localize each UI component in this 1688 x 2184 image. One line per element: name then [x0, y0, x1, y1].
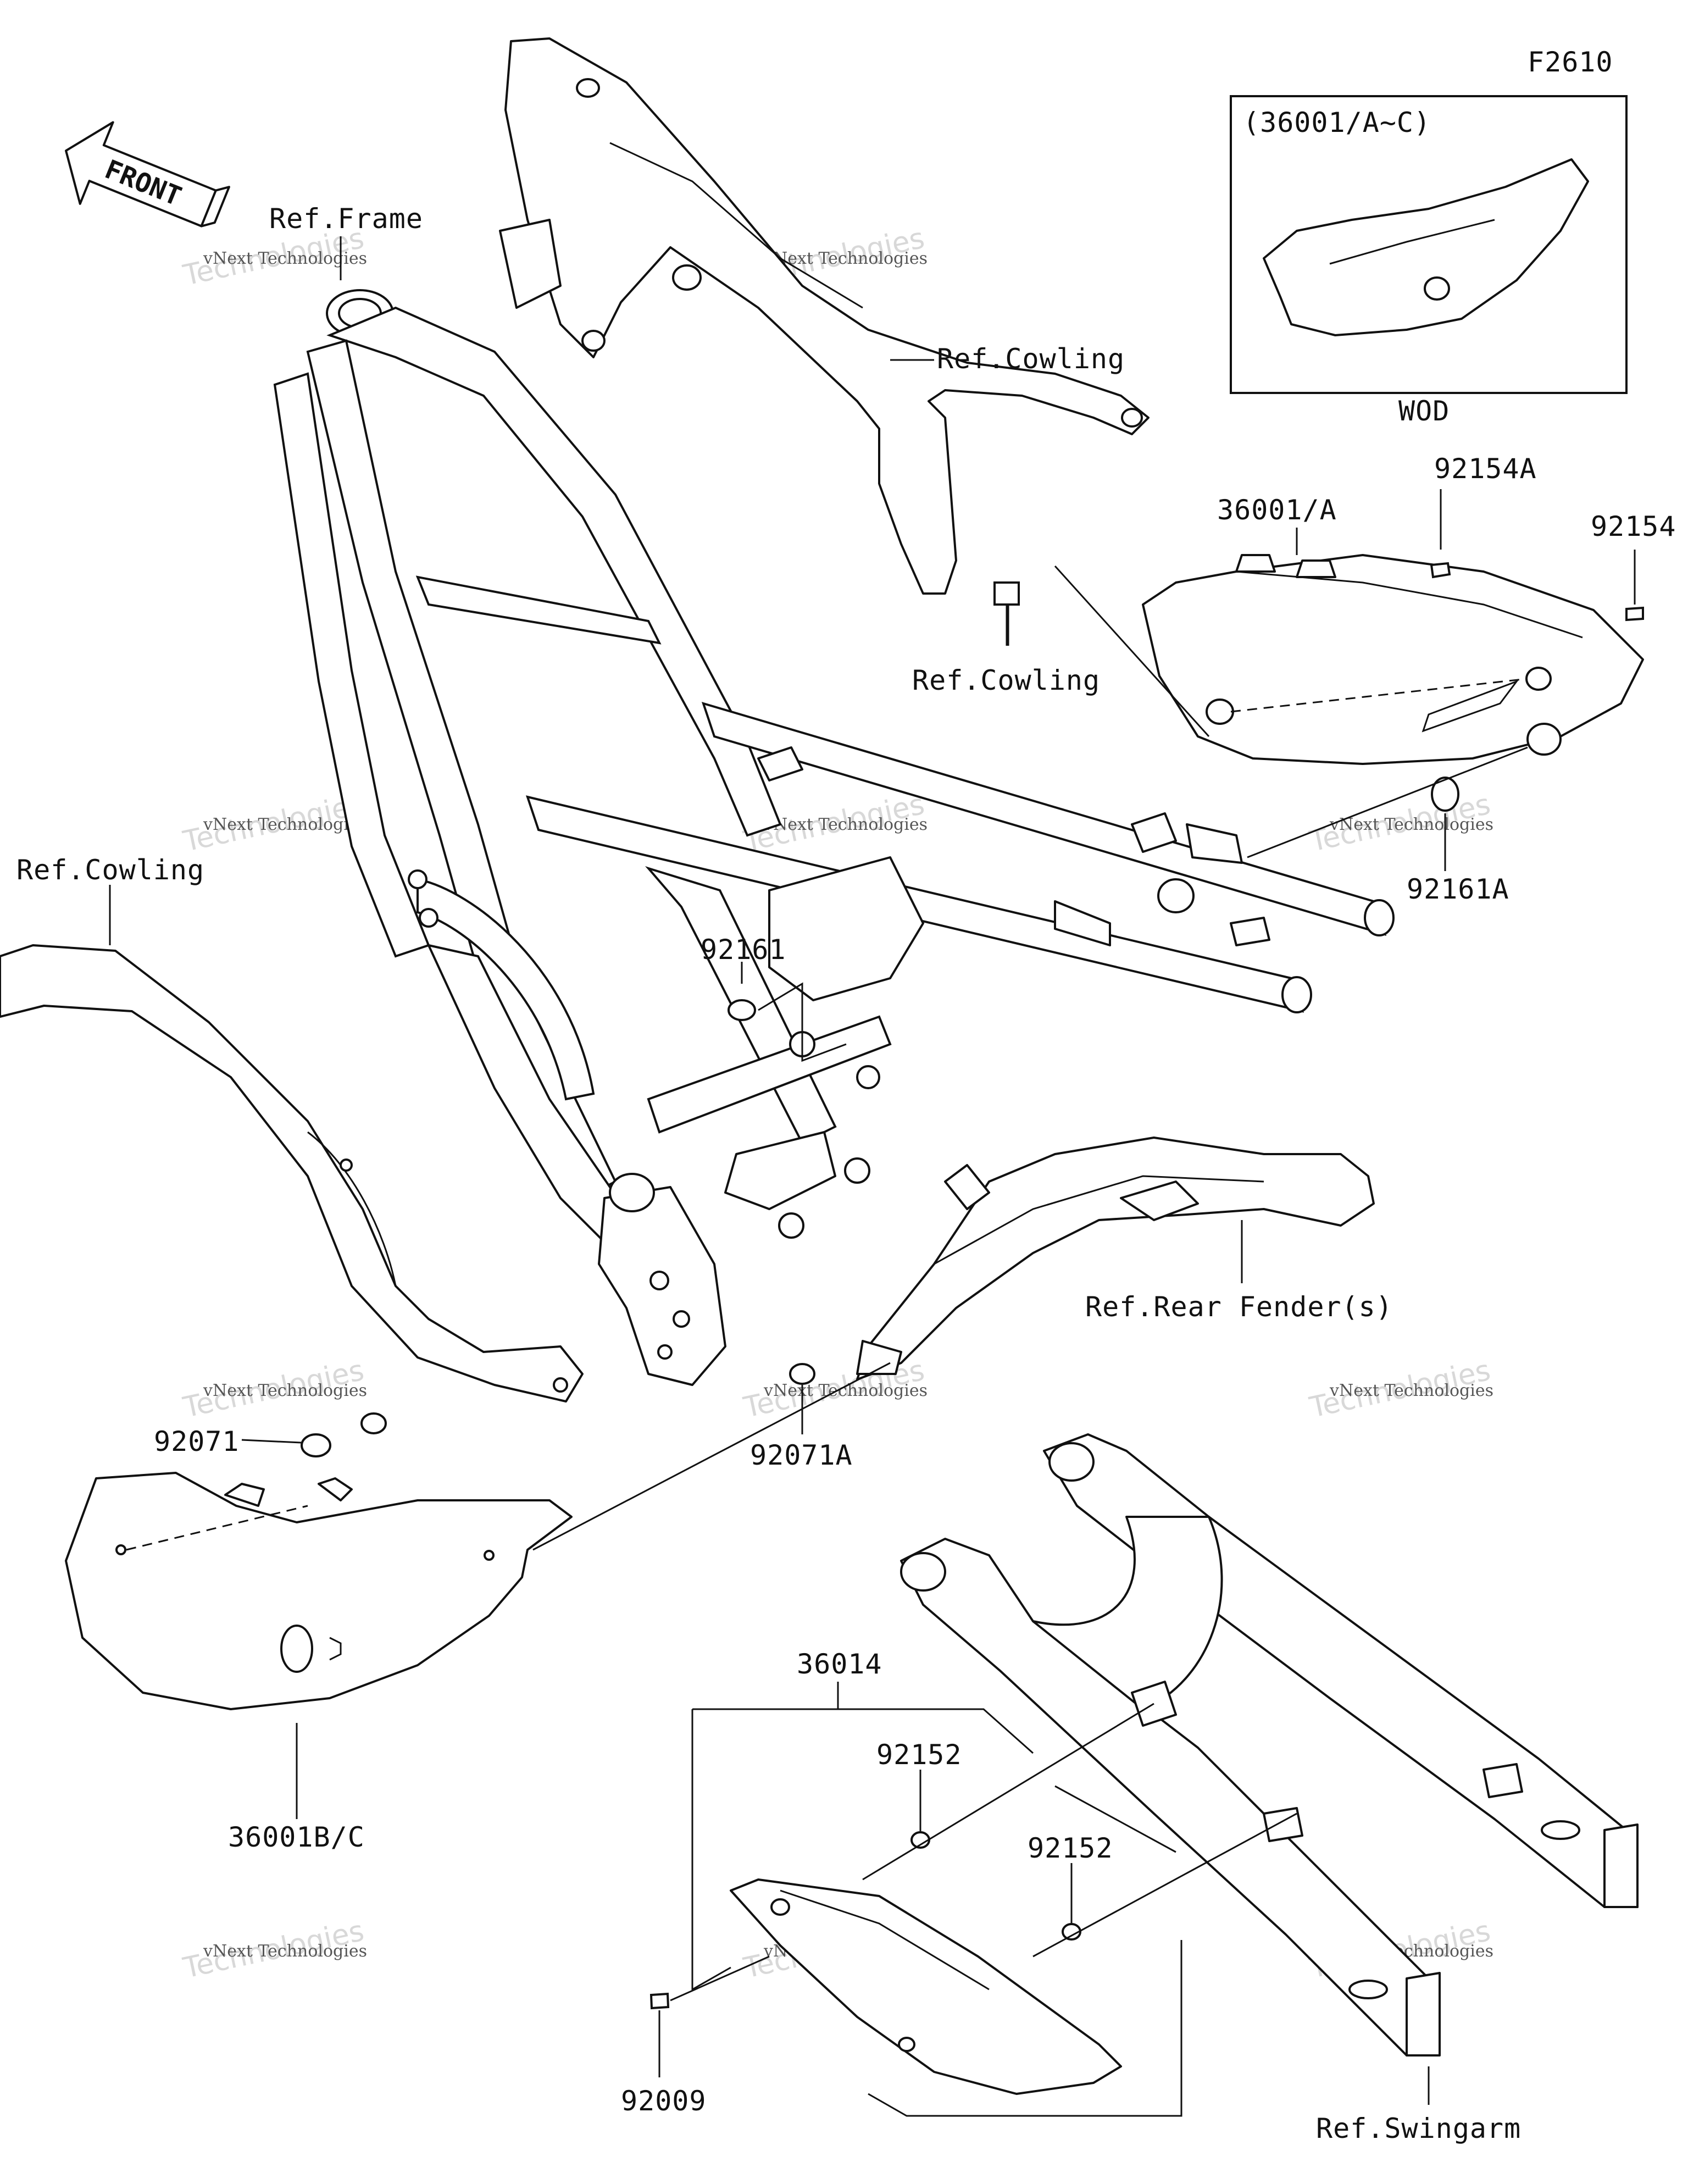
label-92071: 92071 — [154, 1426, 240, 1457]
inset-caption: WOD — [1398, 395, 1450, 427]
bolt-92009 — [649, 1955, 770, 2077]
bolt-92154a — [1430, 489, 1451, 579]
grommet-92161 — [728, 999, 756, 1021]
label-ref-cowling-left: Ref.Cowling — [16, 854, 204, 886]
svg-text:vNext Technologies: vNext Technologies — [203, 815, 367, 834]
svg-text:vNext Technologies: vNext Technologies — [203, 1942, 367, 1961]
label-ref-frame: Ref.Frame — [269, 203, 423, 235]
washer-92071 — [241, 1412, 387, 1457]
label-92161a: 92161A — [1407, 873, 1509, 905]
side-cover-wod — [1263, 158, 1589, 336]
swingarm — [900, 1433, 1639, 2056]
svg-text:vNext Technologies: vNext Technologies — [1329, 815, 1493, 834]
chain-cover — [730, 1878, 1122, 2095]
inset-title: (36001/A~C) — [1243, 107, 1431, 138]
svg-text:vNext Technologies: vNext Technologies — [203, 249, 367, 268]
svg-text:vNext Technologies: vNext Technologies — [1329, 1381, 1493, 1400]
figure-code: F2610 — [1528, 46, 1613, 78]
label-ref-cowling-mid: Ref.Cowling — [912, 664, 1100, 696]
svg-text:vNext Technologies: vNext Technologies — [203, 1381, 367, 1400]
inset-box: (36001/A~C) WOD — [1230, 95, 1628, 427]
tail-cowling-upper — [499, 37, 1150, 595]
watermark: Technologies vNext Technologies — [180, 1915, 367, 1985]
label-36001a: 36001/A — [1217, 494, 1337, 526]
label-92154: 92154 — [1591, 511, 1676, 542]
washer-92071a — [532, 1362, 891, 1551]
label-92009: 92009 — [621, 2085, 707, 2117]
bolt-92154 — [1625, 550, 1644, 622]
collar — [993, 581, 1020, 606]
label-ref-rear-fender: Ref.Rear Fender(s) — [1085, 1291, 1393, 1323]
svg-text:vNext Technologies: vNext Technologies — [763, 1381, 928, 1400]
front-arrow-icon: FRONT — [65, 121, 230, 228]
watermark: Technologies vNext Technologies — [1307, 1354, 1493, 1424]
damper-92161a — [1247, 723, 1562, 871]
label-92071a: 92071A — [750, 1439, 853, 1471]
label-92154a: 92154A — [1434, 453, 1537, 485]
side-cover-right — [1142, 554, 1644, 765]
label-36014: 36014 — [797, 1648, 882, 1680]
svg-text:vNext Technologies: vNext Technologies — [763, 249, 928, 268]
watermark: Technologies vNext Technologies — [180, 1354, 367, 1424]
label-36001bc: 36001B/C — [228, 1821, 365, 1853]
label-ref-cowling-top: Ref.Cowling — [937, 343, 1125, 375]
fuel-tank-cowling — [0, 944, 584, 1403]
watermark: Technologies vNext Technologies — [180, 788, 367, 858]
label-92161: 92161 — [701, 934, 786, 966]
svg-text:vNext Technologies: vNext Technologies — [763, 815, 928, 834]
side-cover-left — [65, 1472, 573, 1710]
label-92152-b: 92152 — [1028, 1832, 1113, 1864]
rear-fender — [856, 1137, 1375, 1381]
collar-92152-b — [1032, 1812, 1297, 1958]
collar-92152-a — [862, 1703, 1154, 1881]
label-92152-a: 92152 — [876, 1739, 962, 1771]
label-ref-swingarm: Ref.Swingarm — [1316, 2113, 1521, 2144]
